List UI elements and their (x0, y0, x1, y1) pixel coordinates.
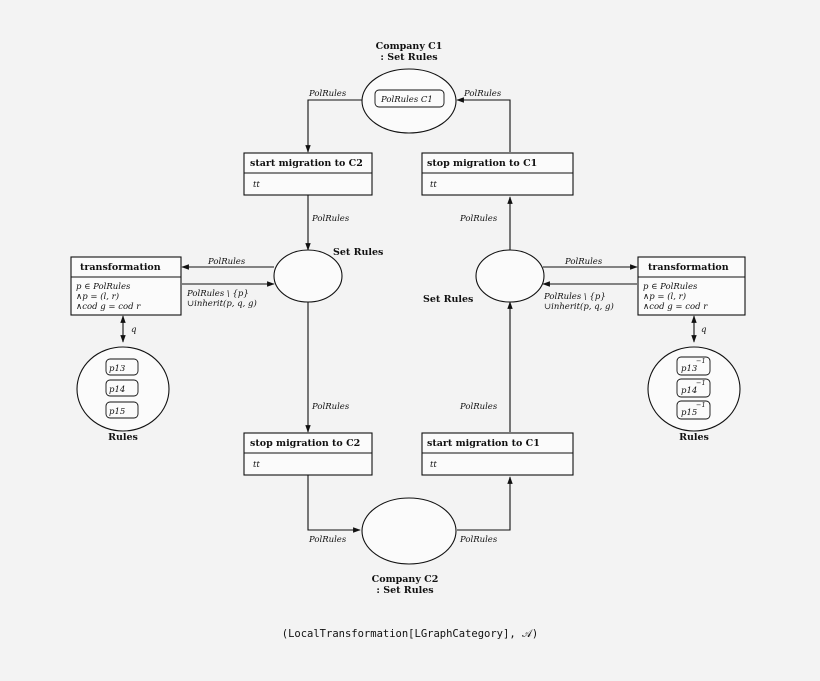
arc-label: PolRules (207, 257, 246, 267)
arc-label: ∪inherit(p, q, g) (187, 298, 257, 309)
arc-c1-to-start-c2 (305, 99, 362, 153)
arc-labels: PolRules PolRules PolRules PolRules PolR… (131, 89, 707, 545)
arc-label: q (701, 325, 707, 335)
token-p15-inverse: p15 (681, 408, 697, 418)
transition-start-migration-c1: start migration to C1 tt (421, 432, 574, 476)
arc-c2-to-start-c1 (457, 476, 513, 531)
arc-label: PolRules (564, 257, 603, 267)
token-p14: p14 (109, 385, 125, 395)
token-p14-inverse: p14 (681, 386, 697, 396)
place-company-c2: Company C2 : Set Rules (361, 497, 457, 596)
transition-guard: tt (253, 460, 260, 470)
place-company-c1: PolRules C1 Company C1 : Set Rules (361, 41, 457, 134)
svg-text:p ∈ PolRules: p ∈ PolRules (643, 282, 698, 292)
transition-stop-migration-c1: stop migration to C1 tt (421, 152, 574, 196)
arc-label: PolRules (459, 214, 498, 224)
transition-title: stop migration to C1 (427, 158, 537, 169)
arc-label: PolRules \ {p} (543, 292, 606, 302)
svg-text:∧p = (l, r): ∧p = (l, r) (643, 291, 686, 302)
transition-start-migration-c2: start migration to C2 tt (243, 152, 373, 196)
place-type-right-rules: Rules (679, 432, 709, 443)
arc-label: PolRules (311, 214, 350, 224)
svg-text:p ∈ PolRules: p ∈ PolRules (76, 282, 131, 292)
transition-stop-migration-c2: stop migration to C2 tt (243, 432, 373, 476)
transition-guard: tt (430, 460, 437, 470)
arc-label: PolRules (459, 402, 498, 412)
arc-label: ∪inherit(p, q, g) (544, 301, 614, 312)
diagram-caption: (LocalTransformation[LGraphCategory], 𝒜) (282, 628, 538, 640)
transition-guard: tt (253, 180, 260, 190)
arcs (120, 97, 697, 533)
place-left-set: Set Rules (273, 247, 383, 303)
place-right-rules: p13 −1 p14 −1 p15 −1 Rules (647, 346, 741, 443)
place-type-left-rules: Rules (108, 432, 138, 443)
svg-text:∧cod g = cod r: ∧cod g = cod r (643, 302, 708, 312)
token-p15: p15 (109, 407, 125, 417)
arc-label: q (131, 325, 137, 335)
arc-label: PolRules (459, 535, 498, 545)
transition-guard: tt (430, 180, 437, 190)
arc-label: PolRules \ {p} (186, 289, 249, 299)
arc-stop-c1-to-c1 (456, 97, 511, 152)
transition-title: stop migration to C2 (250, 438, 360, 449)
svg-text:−1: −1 (696, 401, 706, 409)
svg-text:∧cod g = cod r: ∧cod g = cod r (76, 302, 141, 312)
place-type-company-c1: : Set Rules (380, 52, 437, 63)
place-type-right-set: Set Rules (423, 294, 473, 305)
arc-label: PolRules (308, 89, 347, 99)
place-right-set: Set Rules (423, 249, 545, 305)
place-label-company-c2: Company C2 (372, 574, 439, 585)
transition-transformation-right: transformation p ∈ PolRules ∧p = (l, r) … (637, 256, 746, 316)
transition-title: start migration to C1 (427, 438, 540, 449)
arc-label: PolRules (463, 89, 502, 99)
svg-text:−1: −1 (696, 357, 706, 365)
arc-stop-c2-to-c2 (307, 475, 361, 533)
place-label-company-c1: Company C1 (376, 41, 443, 52)
place-type-company-c2: : Set Rules (376, 585, 433, 596)
transition-transformation-left: transformation p ∈ PolRules ∧p = (l, r) … (70, 256, 182, 316)
arc-label: PolRules (311, 402, 350, 412)
token-polrules-c1: PolRules C1 (380, 95, 433, 105)
place-left-rules: p13 p14 p15 Rules (76, 346, 170, 443)
token-p13: p13 (109, 364, 125, 374)
svg-text:−1: −1 (696, 379, 706, 387)
transition-title: transformation (80, 262, 161, 273)
place-type-left-set: Set Rules (333, 247, 383, 258)
transition-title: transformation (648, 262, 729, 273)
svg-text:∧p = (l, r): ∧p = (l, r) (76, 291, 119, 302)
arc-label: PolRules (308, 535, 347, 545)
transition-title: start migration to C2 (250, 158, 363, 169)
token-p13-inverse: p13 (681, 364, 697, 374)
